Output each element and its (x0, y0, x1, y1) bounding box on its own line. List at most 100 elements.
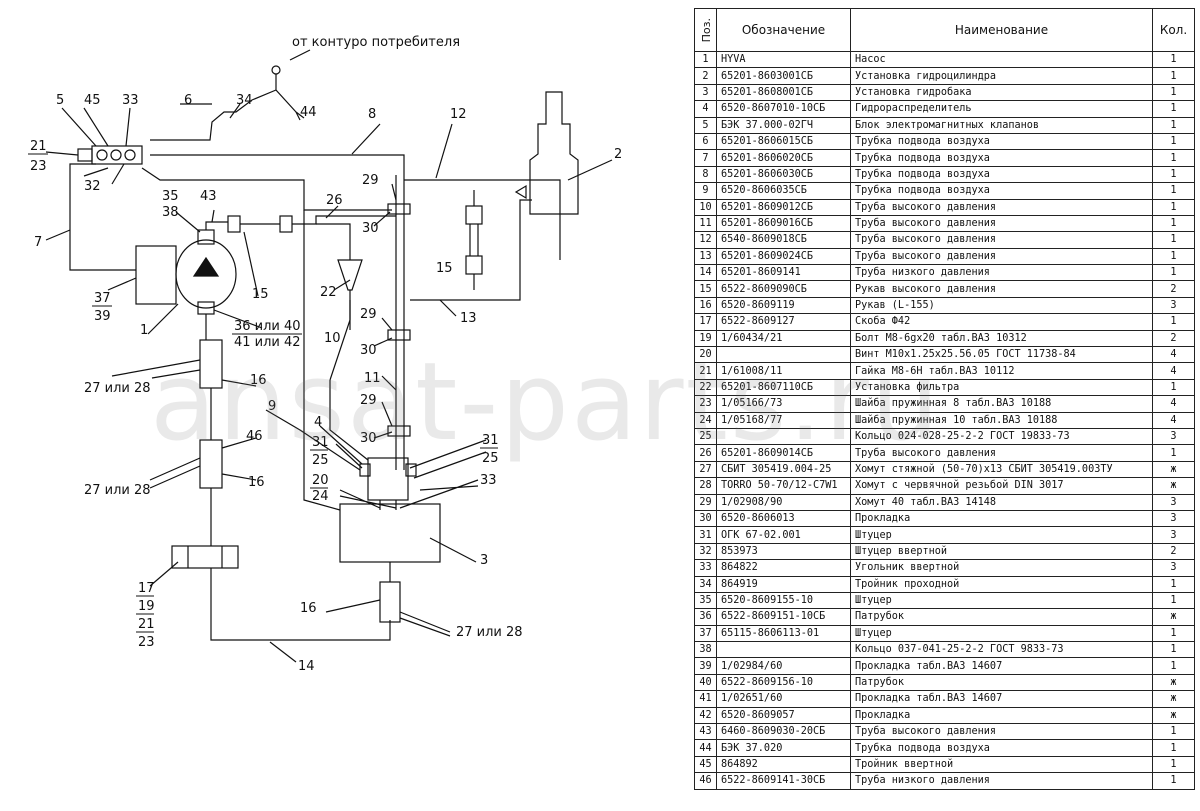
cell-designation: 1/02651/60 (716, 690, 851, 708)
cell-qty: 2 (1152, 542, 1195, 561)
cell-pos: 30 (694, 509, 717, 528)
label-23: 23 (30, 159, 47, 174)
label-27-or-28-c: 27 или 28 (456, 625, 523, 640)
cell-name: Насос (850, 50, 1153, 69)
cell-qty: 3 (1152, 427, 1195, 446)
cell-name: Тройник ввертной (850, 755, 1153, 774)
cell-pos: 28 (694, 477, 717, 495)
cell-designation: 65201-8608001СБ (716, 83, 851, 102)
cell-designation: 65201-8606020СБ (716, 149, 851, 167)
cell-designation: 65201-8606030СБ (716, 165, 851, 184)
cell-pos: 34 (694, 575, 717, 593)
cell-name: Шайба пружинная 10 табл.ВАЗ 10188 (850, 411, 1153, 429)
label-10: 10 (324, 331, 341, 346)
label-26: 26 (326, 193, 343, 208)
label-41-or-42: 41 или 42 (234, 335, 301, 350)
cell-name: Труба высокого давления (850, 444, 1153, 462)
filter (337, 259, 363, 291)
cell-designation: 864919 (716, 575, 851, 593)
label-9: 9 (268, 399, 276, 414)
cell-pos: 31 (694, 526, 717, 544)
cell-name: Прокладка табл.ВАЗ 14607 (850, 657, 1153, 675)
cell-designation: 65201-8609141 (716, 264, 851, 282)
cell-qty: 1 (1152, 641, 1195, 659)
cell-designation: 65201-8607110СБ (716, 378, 851, 397)
cell-pos: 38 (694, 641, 717, 659)
cell-pos: 12 (694, 231, 717, 249)
cell-name: Винт М10х1.25х25.56.05 ГОСТ 11738-84 (850, 346, 1153, 364)
cell-designation: 6520-8609155-10 (716, 591, 851, 610)
label-15-right: 15 (436, 261, 453, 276)
cell-name: Труба низкого давления (850, 264, 1153, 282)
cell-name: Прокладка (850, 509, 1153, 528)
cell-name: Шайба пружинная 8 табл.ВАЗ 10188 (850, 395, 1153, 413)
cell-name: Трубка подвода воздуха (850, 132, 1153, 151)
label-4: 4 (314, 415, 322, 430)
parts-table-header: Поз. Обозначение Наименование Кол. (694, 8, 1195, 52)
cell-name: Трубка подвода воздуха (850, 165, 1153, 184)
cell-pos: 33 (694, 559, 717, 577)
cell-designation: 6522-8609156-10 (716, 673, 851, 692)
label-24: 24 (312, 489, 329, 504)
cell-designation: ОГК 67-02.001 (716, 526, 851, 544)
cell-designation: 65201-8603001СБ (716, 67, 851, 85)
cell-pos: 39 (694, 657, 717, 675)
cell-qty: 1 (1152, 182, 1195, 200)
cell-qty: 4 (1152, 362, 1195, 380)
cell-name: Гайка М8-6Н табл.ВАЗ 10112 (850, 362, 1153, 380)
cell-qty: ж (1152, 673, 1195, 692)
cell-designation: 6522-8609141-30СБ (716, 772, 851, 790)
cell-name: Установка гидроцилиндра (850, 67, 1153, 85)
cell-pos: 21 (694, 362, 717, 380)
label-19: 19 (138, 599, 155, 614)
cell-designation: 1/02984/60 (716, 657, 851, 675)
cell-qty: 1 (1152, 132, 1195, 151)
cell-pos: 10 (694, 198, 717, 216)
cell-name: Хомут 40 табл.ВАЗ 14148 (850, 493, 1153, 511)
cell-pos: 42 (694, 706, 717, 725)
label-31-left: 31 (312, 435, 329, 450)
cell-qty: 1 (1152, 378, 1195, 397)
cell-pos: 20 (694, 346, 717, 364)
bracket (171, 545, 239, 569)
col-header-qty: Кол. (1152, 8, 1195, 52)
cell-name: Штуцер (850, 591, 1153, 610)
label-17: 17 (138, 581, 155, 596)
cell-pos: 43 (694, 723, 717, 741)
cell-name: Труба высокого давления (850, 214, 1153, 233)
cell-name: Хомут с червячной резьбой DIN 3017 (850, 477, 1153, 495)
cell-pos: 32 (694, 542, 717, 561)
cell-qty: 1 (1152, 575, 1195, 593)
cell-name: Хомут стяжной (50-70)х13 СБИТ 305419.003… (850, 460, 1153, 479)
cell-qty: 1 (1152, 657, 1195, 675)
label-44: 44 (300, 105, 317, 120)
cell-name: Гидрораспределитель (850, 100, 1153, 118)
cell-qty: 1 (1152, 149, 1195, 167)
hose-lower (199, 439, 223, 489)
label-36-or-40: 36 или 40 (234, 319, 301, 334)
cell-pos: 23 (694, 395, 717, 413)
label-11: 11 (364, 371, 381, 386)
cell-designation: 1/61008/11 (716, 362, 851, 380)
cell-qty: 3 (1152, 493, 1195, 511)
cell-qty: 2 (1152, 329, 1195, 348)
cell-qty: 4 (1152, 411, 1195, 429)
cell-designation: БЭК 37.020 (716, 739, 851, 757)
cell-pos: 37 (694, 624, 717, 643)
label-32: 32 (84, 179, 101, 194)
cell-qty: 1 (1152, 313, 1195, 331)
